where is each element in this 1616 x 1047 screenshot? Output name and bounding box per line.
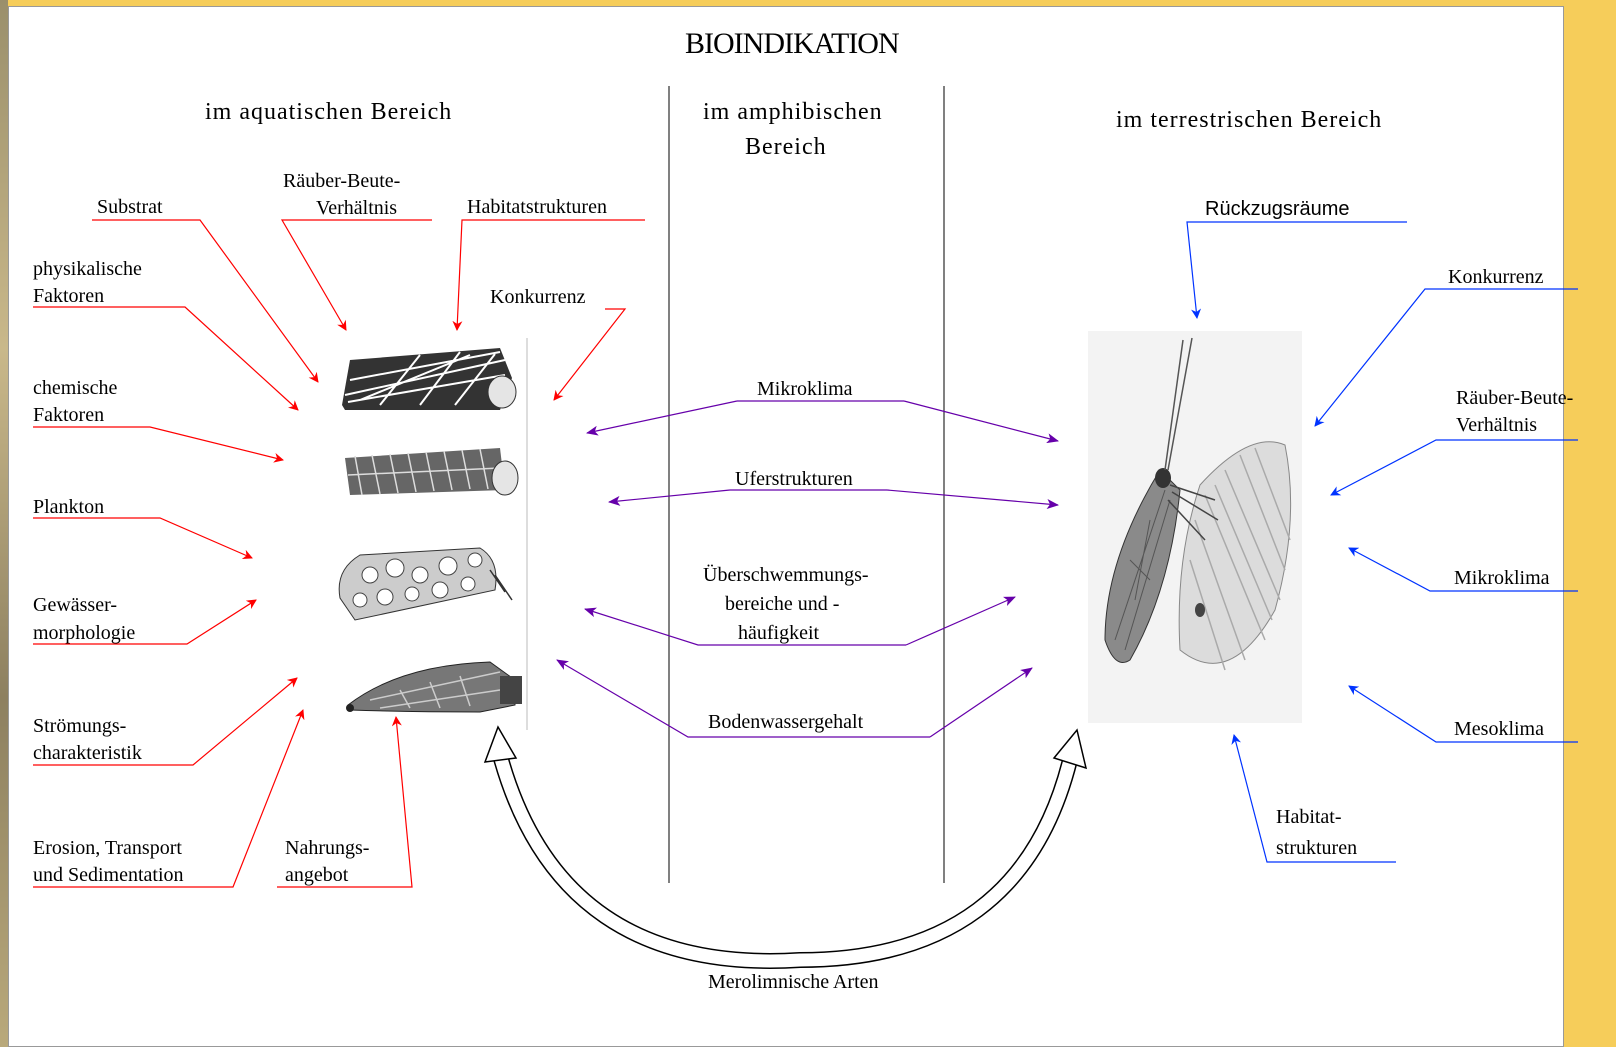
label-ueberschwemmung-line2: bereiche und - — [725, 591, 839, 618]
header-terrestrial: im terrestrischen Bereich — [1116, 107, 1382, 134]
label-physikalisch-line1: physikalische — [33, 256, 142, 283]
label-gewaesser-line1: Gewässer- — [33, 592, 117, 619]
aquatic-arrows — [33, 220, 645, 887]
caddis-larvae-illustration — [339, 338, 527, 730]
caddisfly-adult-illustration — [1088, 331, 1302, 723]
label-habitat-terr-line1: Habitat- — [1276, 804, 1342, 831]
merolimnic-arrow — [485, 727, 1086, 961]
label-stroemung-line1: Strömungs- — [33, 713, 126, 740]
label-substrat: Substrat — [97, 194, 163, 221]
header-amphibic-line2: Bereich — [745, 134, 827, 161]
larva-case-4 — [346, 662, 522, 712]
label-ueberschwemmung-line3: häufigkeit — [738, 620, 819, 647]
label-uferstrukturen: Uferstrukturen — [735, 466, 853, 493]
label-merolimnische-arten: Merolimnische Arten — [708, 969, 879, 996]
label-mesoklima: Mesoklima — [1454, 716, 1544, 743]
label-raeuber-line1: Räuber-Beute- — [283, 168, 400, 195]
label-habitat-terr-line2: strukturen — [1276, 835, 1357, 862]
label-chemisch-line2: Faktoren — [33, 402, 104, 429]
label-raeuber-terr-line2: Verhältnis — [1456, 412, 1537, 439]
larva-case-3 — [339, 548, 512, 620]
label-ueberschwemmung-line1: Überschwemmungs- — [703, 562, 869, 589]
label-mikroklima-terrestrial: Mikroklima — [1454, 565, 1550, 592]
label-chemisch-line1: chemische — [33, 375, 117, 402]
label-raeuber-terr-line1: Räuber-Beute- — [1456, 385, 1573, 412]
label-plankton: Plankton — [33, 494, 104, 521]
label-konkurrenz-terrestrial: Konkurrenz — [1448, 264, 1544, 291]
header-aquatic: im aquatischen Bereich — [205, 99, 452, 126]
header-amphibic-line1: im amphibischen — [703, 99, 883, 126]
label-rueckzugsraeume: Rückzugsräume — [1205, 196, 1350, 223]
label-nahrung-line2: angebot — [285, 862, 348, 889]
diagram-title: BIOINDIKATION — [685, 30, 899, 57]
label-raeuber-line2: Verhältnis — [316, 195, 397, 222]
label-stroemung-line2: charakteristik — [33, 740, 142, 767]
larva-case-1 — [342, 348, 516, 410]
larva-case-2 — [345, 448, 518, 495]
label-habitatstrukturen: Habitatstrukturen — [467, 194, 607, 221]
label-bodenwassergehalt: Bodenwassergehalt — [708, 709, 863, 736]
label-nahrung-line1: Nahrungs- — [285, 835, 369, 862]
label-physikalisch-line2: Faktoren — [33, 283, 104, 310]
label-konkurrenz-aquatic: Konkurrenz — [490, 284, 586, 311]
label-erosion-line1: Erosion, Transport — [33, 835, 182, 862]
label-mikroklima-amphibic: Mikroklima — [757, 376, 853, 403]
label-erosion-line2: und Sedimentation — [33, 862, 184, 889]
label-gewaesser-line2: morphologie — [33, 620, 135, 647]
